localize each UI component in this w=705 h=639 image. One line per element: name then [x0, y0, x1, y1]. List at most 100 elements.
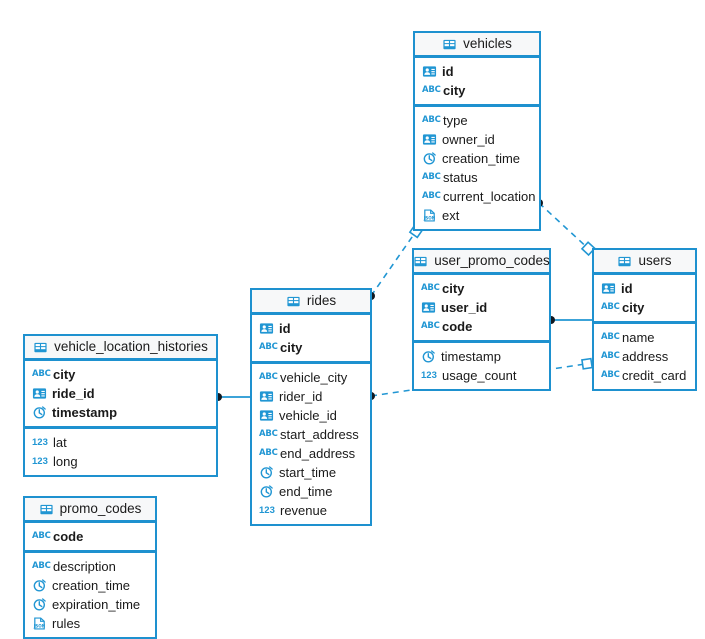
field-creation_time[interactable]: creation_time [415, 149, 539, 168]
relationship-line [538, 202, 593, 253]
table-icon [287, 296, 300, 306]
field-lat[interactable]: 123 lat [25, 433, 216, 452]
123-field-icon: 123 [32, 436, 48, 448]
field-end_time[interactable]: end_time [252, 482, 370, 501]
field-user_id[interactable]: user_id [414, 298, 549, 317]
field-id[interactable]: id [594, 279, 695, 298]
field-label: current_location [443, 189, 536, 204]
relationship-vehicle-location-histories-to-rides[interactable] [214, 393, 250, 401]
field-vehicle_id[interactable]: vehicle_id [252, 406, 370, 425]
table-icon [443, 39, 456, 49]
field-timestamp[interactable]: timestamp [414, 347, 549, 366]
table-icon [34, 342, 47, 352]
entity-header-user_promo_codes[interactable]: user_promo_codes [414, 250, 550, 275]
uuid-field-icon [259, 410, 274, 421]
field-label: creation_time [52, 578, 131, 593]
abc-field-icon: ABC [601, 370, 620, 381]
field-creation_time[interactable]: creation_time [25, 576, 155, 595]
field-label: timestamp [52, 405, 118, 420]
field-label: id [279, 321, 291, 336]
relationship-user-promo-codes-to-users[interactable] [547, 316, 592, 324]
entity-title: users [638, 253, 672, 269]
field-label: vehicle_id [279, 408, 337, 423]
field-expiration_time[interactable]: expiration_time [25, 595, 155, 614]
abc-field-icon: ABC [422, 85, 441, 96]
abc-field-icon: ABC [422, 115, 441, 126]
table-icon [40, 504, 53, 514]
field-label: city [622, 300, 645, 315]
field-label: rules [52, 616, 81, 631]
abc-field-icon: ABC [422, 191, 441, 202]
field-label: type [443, 113, 468, 128]
field-long[interactable]: 123 long [25, 452, 216, 471]
field-label: description [53, 559, 116, 574]
entity-header-promo_codes[interactable]: promo_codes [25, 498, 155, 523]
entity-header-vehicle_location_histories[interactable]: vehicle_location_histories [25, 336, 216, 361]
field-id[interactable]: id [252, 319, 370, 338]
field-ride_id[interactable]: ride_id [25, 384, 216, 403]
field-owner_id[interactable]: owner_id [415, 130, 539, 149]
table-icon [618, 256, 632, 266]
abc-field-icon: ABC [421, 283, 440, 294]
abc-field-icon: ABC [32, 369, 51, 380]
123-field-icon: 123 [32, 455, 48, 467]
field-label: lat [53, 435, 67, 450]
field-label: ride_id [52, 386, 95, 401]
abc-field-icon: ABC [259, 342, 278, 353]
uuid-field-icon [259, 391, 274, 402]
clock-field-icon [33, 579, 46, 592]
uuid-field-icon [259, 323, 274, 334]
field-rider_id[interactable]: rider_id [252, 387, 370, 406]
entity-header-vehicles[interactable]: vehicles [415, 33, 539, 58]
field-id[interactable]: id [415, 62, 539, 81]
clock-field-icon [260, 485, 273, 498]
entity-header-rides[interactable]: rides [252, 290, 370, 315]
entity-title: vehicle_location_histories [54, 339, 208, 355]
uuid-field-icon [32, 388, 47, 399]
field-start_time[interactable]: start_time [252, 463, 370, 482]
field-label: start_address [280, 427, 359, 442]
clock-field-icon [260, 466, 273, 479]
abc-field-icon: ABC [421, 321, 440, 332]
field-timestamp[interactable]: timestamp [25, 403, 216, 422]
field-label: owner_id [442, 132, 495, 147]
field-label: creation_time [442, 151, 521, 166]
entity-title: promo_codes [59, 501, 142, 517]
entity-header-users[interactable]: users [594, 250, 695, 275]
relationship-vehicles-to-users[interactable] [535, 199, 596, 257]
field-label: credit_card [622, 368, 687, 383]
field-label: ext [442, 208, 460, 223]
field-label: long [53, 454, 78, 469]
field-label: vehicle_city [280, 370, 348, 385]
